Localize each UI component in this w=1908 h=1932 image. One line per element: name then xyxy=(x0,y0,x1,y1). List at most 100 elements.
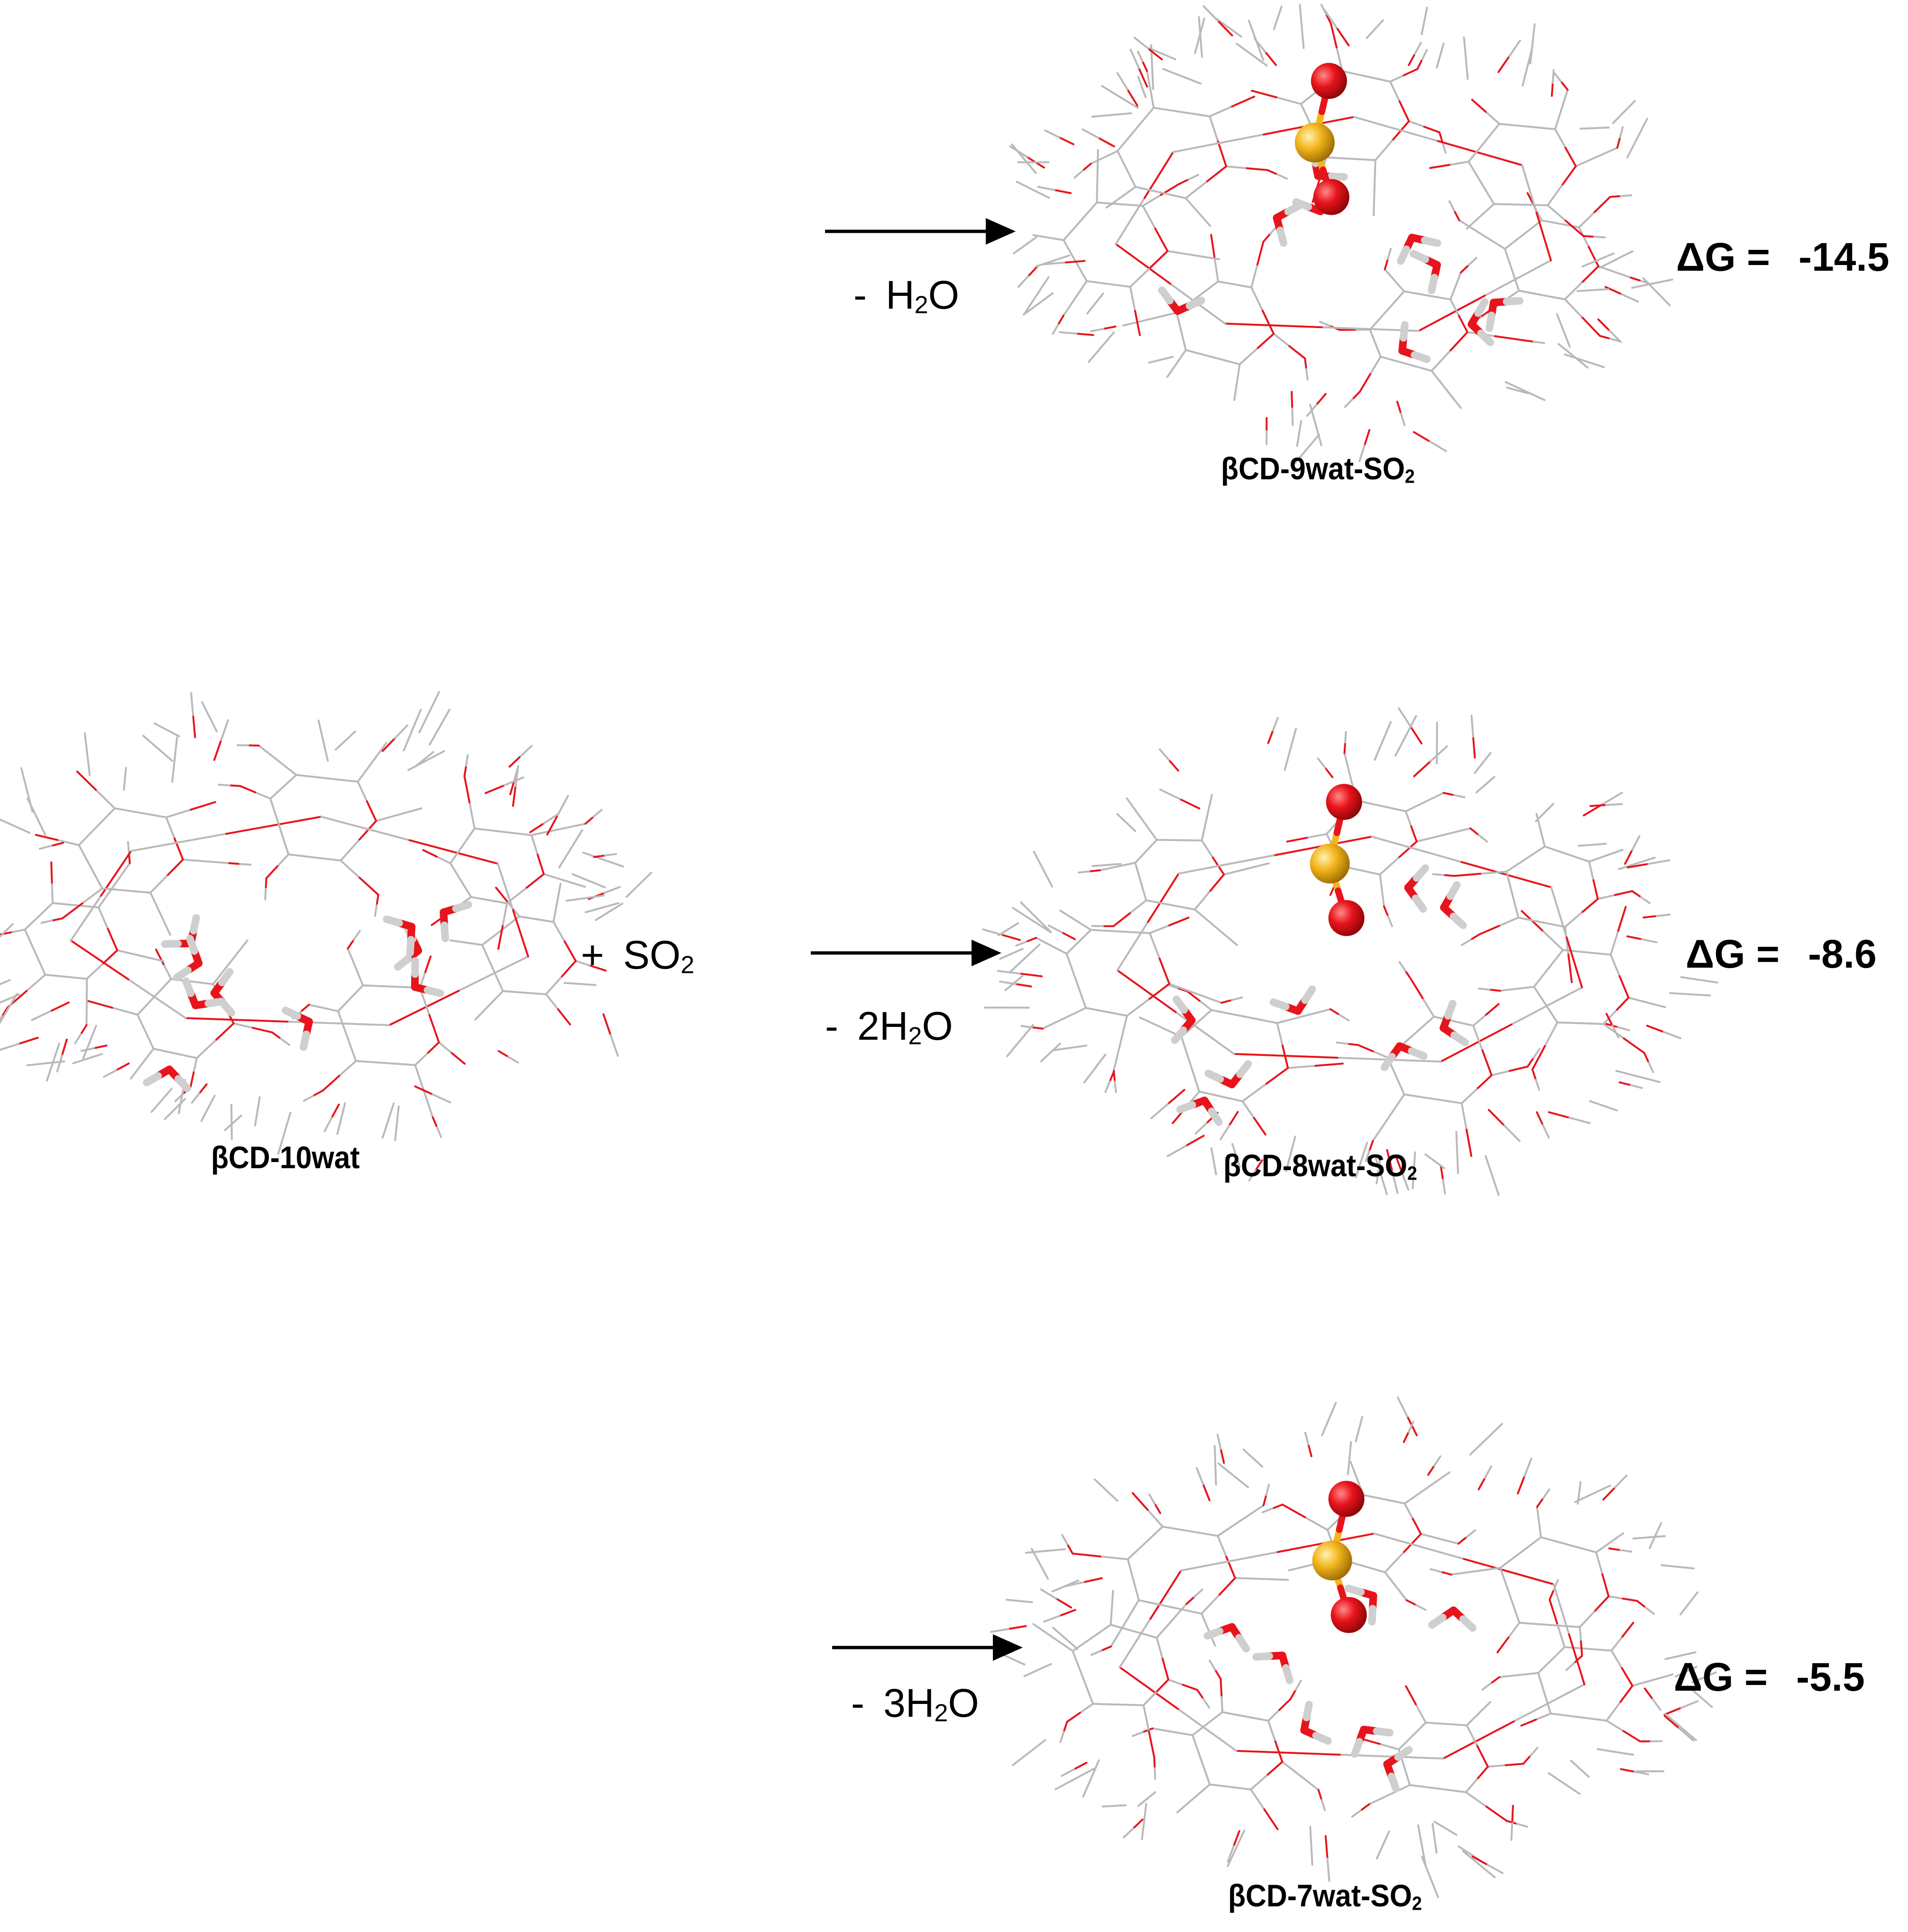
bond xyxy=(1548,1111,1570,1119)
bond xyxy=(1680,976,1700,981)
bond xyxy=(1678,1727,1695,1741)
bond xyxy=(509,780,515,796)
bond xyxy=(339,860,361,879)
bond xyxy=(449,939,468,944)
bond xyxy=(545,976,562,996)
bond xyxy=(1598,258,1617,269)
bond xyxy=(481,930,502,946)
bond xyxy=(1556,1622,1566,1648)
bond xyxy=(1599,335,1611,340)
bond xyxy=(1394,1154,1403,1174)
bond xyxy=(1043,261,1065,266)
water xyxy=(1394,1746,1413,1761)
bond xyxy=(97,906,109,930)
bond xyxy=(1507,1621,1521,1639)
water xyxy=(1282,1664,1293,1685)
bond xyxy=(438,1041,453,1054)
bond xyxy=(990,1628,1009,1633)
bond xyxy=(1626,863,1650,869)
water xyxy=(1351,1738,1363,1758)
product-molecule-3 xyxy=(990,1396,1717,1898)
water xyxy=(204,998,225,1007)
bond xyxy=(1618,975,1630,999)
bond xyxy=(0,979,11,986)
bond xyxy=(1072,1552,1101,1557)
bond xyxy=(1433,1455,1441,1467)
bond xyxy=(1248,19,1257,41)
bond xyxy=(1202,1483,1211,1502)
bond xyxy=(1567,953,1573,983)
bond xyxy=(1374,740,1384,761)
bond xyxy=(459,879,472,898)
bond xyxy=(1608,1532,1624,1544)
bond xyxy=(1250,1775,1268,1791)
bond xyxy=(1644,1606,1655,1615)
bond xyxy=(1578,1626,1582,1643)
bond xyxy=(1485,1155,1493,1177)
bond xyxy=(1178,839,1203,842)
plus-sign: + xyxy=(581,933,605,977)
bond xyxy=(1059,909,1077,921)
bond xyxy=(1463,1558,1555,1585)
bond xyxy=(1139,1016,1162,1028)
bond xyxy=(449,845,464,864)
bond xyxy=(1119,1015,1128,1044)
bond xyxy=(1579,1022,1605,1025)
bond xyxy=(1427,1465,1435,1476)
bond xyxy=(362,984,393,988)
bond xyxy=(338,1060,357,1077)
bond xyxy=(1244,1715,1269,1722)
bond xyxy=(1368,1140,1374,1152)
water xyxy=(1269,998,1290,1011)
bond xyxy=(1563,1646,1589,1650)
bond xyxy=(1032,189,1050,199)
bond xyxy=(8,993,20,1000)
bond xyxy=(1241,1100,1255,1119)
bond xyxy=(497,925,504,950)
bond xyxy=(1216,1433,1222,1450)
bond xyxy=(1082,1577,1103,1584)
bond xyxy=(584,906,603,914)
bond xyxy=(1250,1788,1266,1811)
oxygen-atom xyxy=(1330,1597,1367,1633)
bond xyxy=(1124,1599,1140,1624)
bond xyxy=(1010,948,1024,955)
bond xyxy=(1074,919,1092,931)
bond xyxy=(1094,1053,1107,1070)
bond xyxy=(190,692,194,716)
bond xyxy=(1557,343,1574,357)
bond xyxy=(1614,1751,1634,1756)
bond xyxy=(1169,904,1196,911)
bond xyxy=(1007,922,1019,931)
water xyxy=(1172,995,1188,1014)
water xyxy=(1312,1731,1332,1745)
bond xyxy=(1110,1590,1114,1609)
bond xyxy=(52,1042,60,1063)
bond xyxy=(418,711,431,733)
bond xyxy=(1679,1651,1697,1657)
bond xyxy=(1217,1535,1228,1558)
bond xyxy=(1462,1850,1480,1865)
bond xyxy=(190,1071,195,1088)
bond xyxy=(1083,1067,1096,1084)
bond xyxy=(1460,1088,1478,1104)
bond xyxy=(1646,1001,1666,1008)
bond xyxy=(10,928,26,934)
bond xyxy=(1085,1007,1108,1013)
bond xyxy=(1486,1764,1507,1768)
bond xyxy=(1602,1023,1625,1040)
bond xyxy=(1621,1621,1634,1638)
bond xyxy=(1156,1620,1173,1639)
bond xyxy=(1049,1043,1061,1053)
bond xyxy=(1481,233,1506,250)
bond xyxy=(1472,1014,1487,1027)
bond xyxy=(502,990,526,994)
water xyxy=(173,966,192,981)
bond xyxy=(1423,7,1428,22)
bond xyxy=(1410,825,1418,843)
bond xyxy=(1615,1070,1639,1078)
bond xyxy=(1151,1727,1174,1733)
delta-g-value-3: -5.5 xyxy=(1796,1655,1865,1699)
bond xyxy=(1187,174,1200,181)
